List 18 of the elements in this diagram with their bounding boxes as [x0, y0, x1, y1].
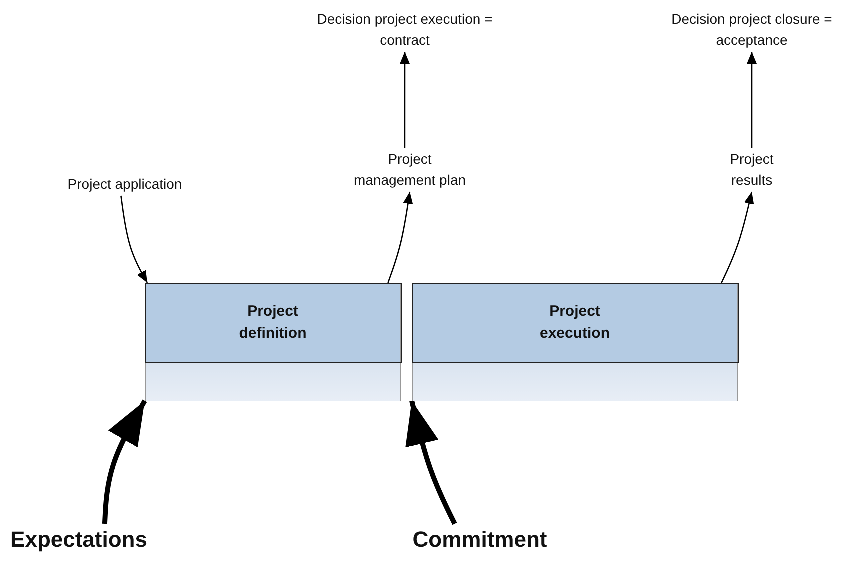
arrow: [747, 52, 757, 148]
heading-label: Commitment: [412, 528, 548, 550]
arrow: [120, 196, 148, 284]
text-label: Project results: [729, 150, 775, 190]
text-label: Decision project execution = contract: [316, 10, 494, 50]
heading-label: Expectations: [10, 528, 148, 550]
arrow: [400, 52, 410, 148]
process-box: [412, 283, 738, 401]
arrow: [388, 192, 414, 284]
arrow: [721, 192, 754, 284]
box-label: Project execution: [538, 302, 612, 344]
process-box: [145, 283, 401, 401]
text-label: Decision project closure = acceptance: [670, 10, 834, 50]
text-label: Project management plan: [352, 150, 468, 190]
thick-arrow: [102, 400, 148, 524]
text-label: Project application: [68, 174, 182, 194]
thick-arrow: [406, 400, 458, 526]
box-label: Project definition: [238, 302, 308, 344]
